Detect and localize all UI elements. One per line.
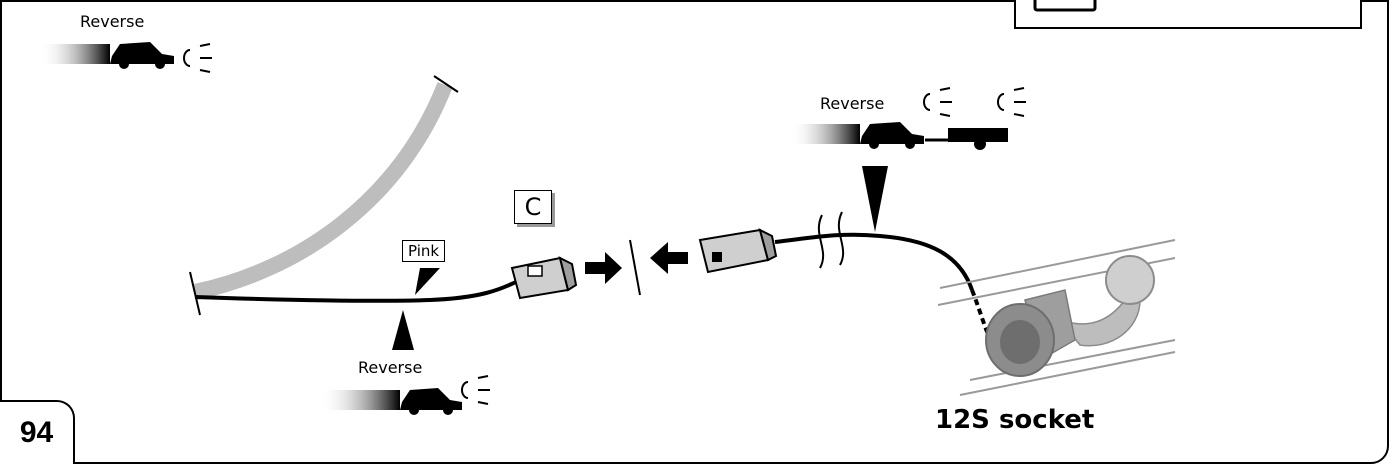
grey-wire [193, 82, 453, 300]
wire-break-1 [817, 214, 825, 269]
wire-cut-left [189, 271, 201, 316]
arrow-left [650, 242, 688, 274]
connector-plug-right [698, 228, 778, 274]
callout-right-label: Reverse [820, 94, 885, 113]
leader-right [862, 166, 888, 232]
car-icon-bottom [320, 375, 490, 415]
connector-plug-left [510, 256, 578, 300]
pink-wire [194, 278, 521, 303]
wire-color-tag: Pink [402, 240, 446, 262]
arrow-right [585, 252, 622, 284]
socket-caption: 12S socket [935, 405, 1095, 435]
grey-wire-cut [433, 75, 459, 93]
connector-letter-badge: C [514, 190, 552, 224]
leader-bottom [392, 310, 414, 350]
car-icon-top-left [40, 42, 212, 73]
wire-dashed [970, 289, 997, 351]
divider-line [629, 239, 641, 296]
socket-12s [985, 289, 1076, 377]
callout-top-left-label: Reverse [80, 12, 145, 31]
trailer-wire [774, 232, 974, 291]
car-trailer-icon-right [790, 87, 1026, 150]
leader-pink [415, 268, 440, 295]
callout-bottom-label: Reverse [358, 358, 423, 377]
tow-ball [1105, 255, 1155, 305]
wire-break-2 [837, 211, 845, 266]
page-number: 94 [0, 400, 75, 464]
partial-box [1014, 0, 1362, 29]
